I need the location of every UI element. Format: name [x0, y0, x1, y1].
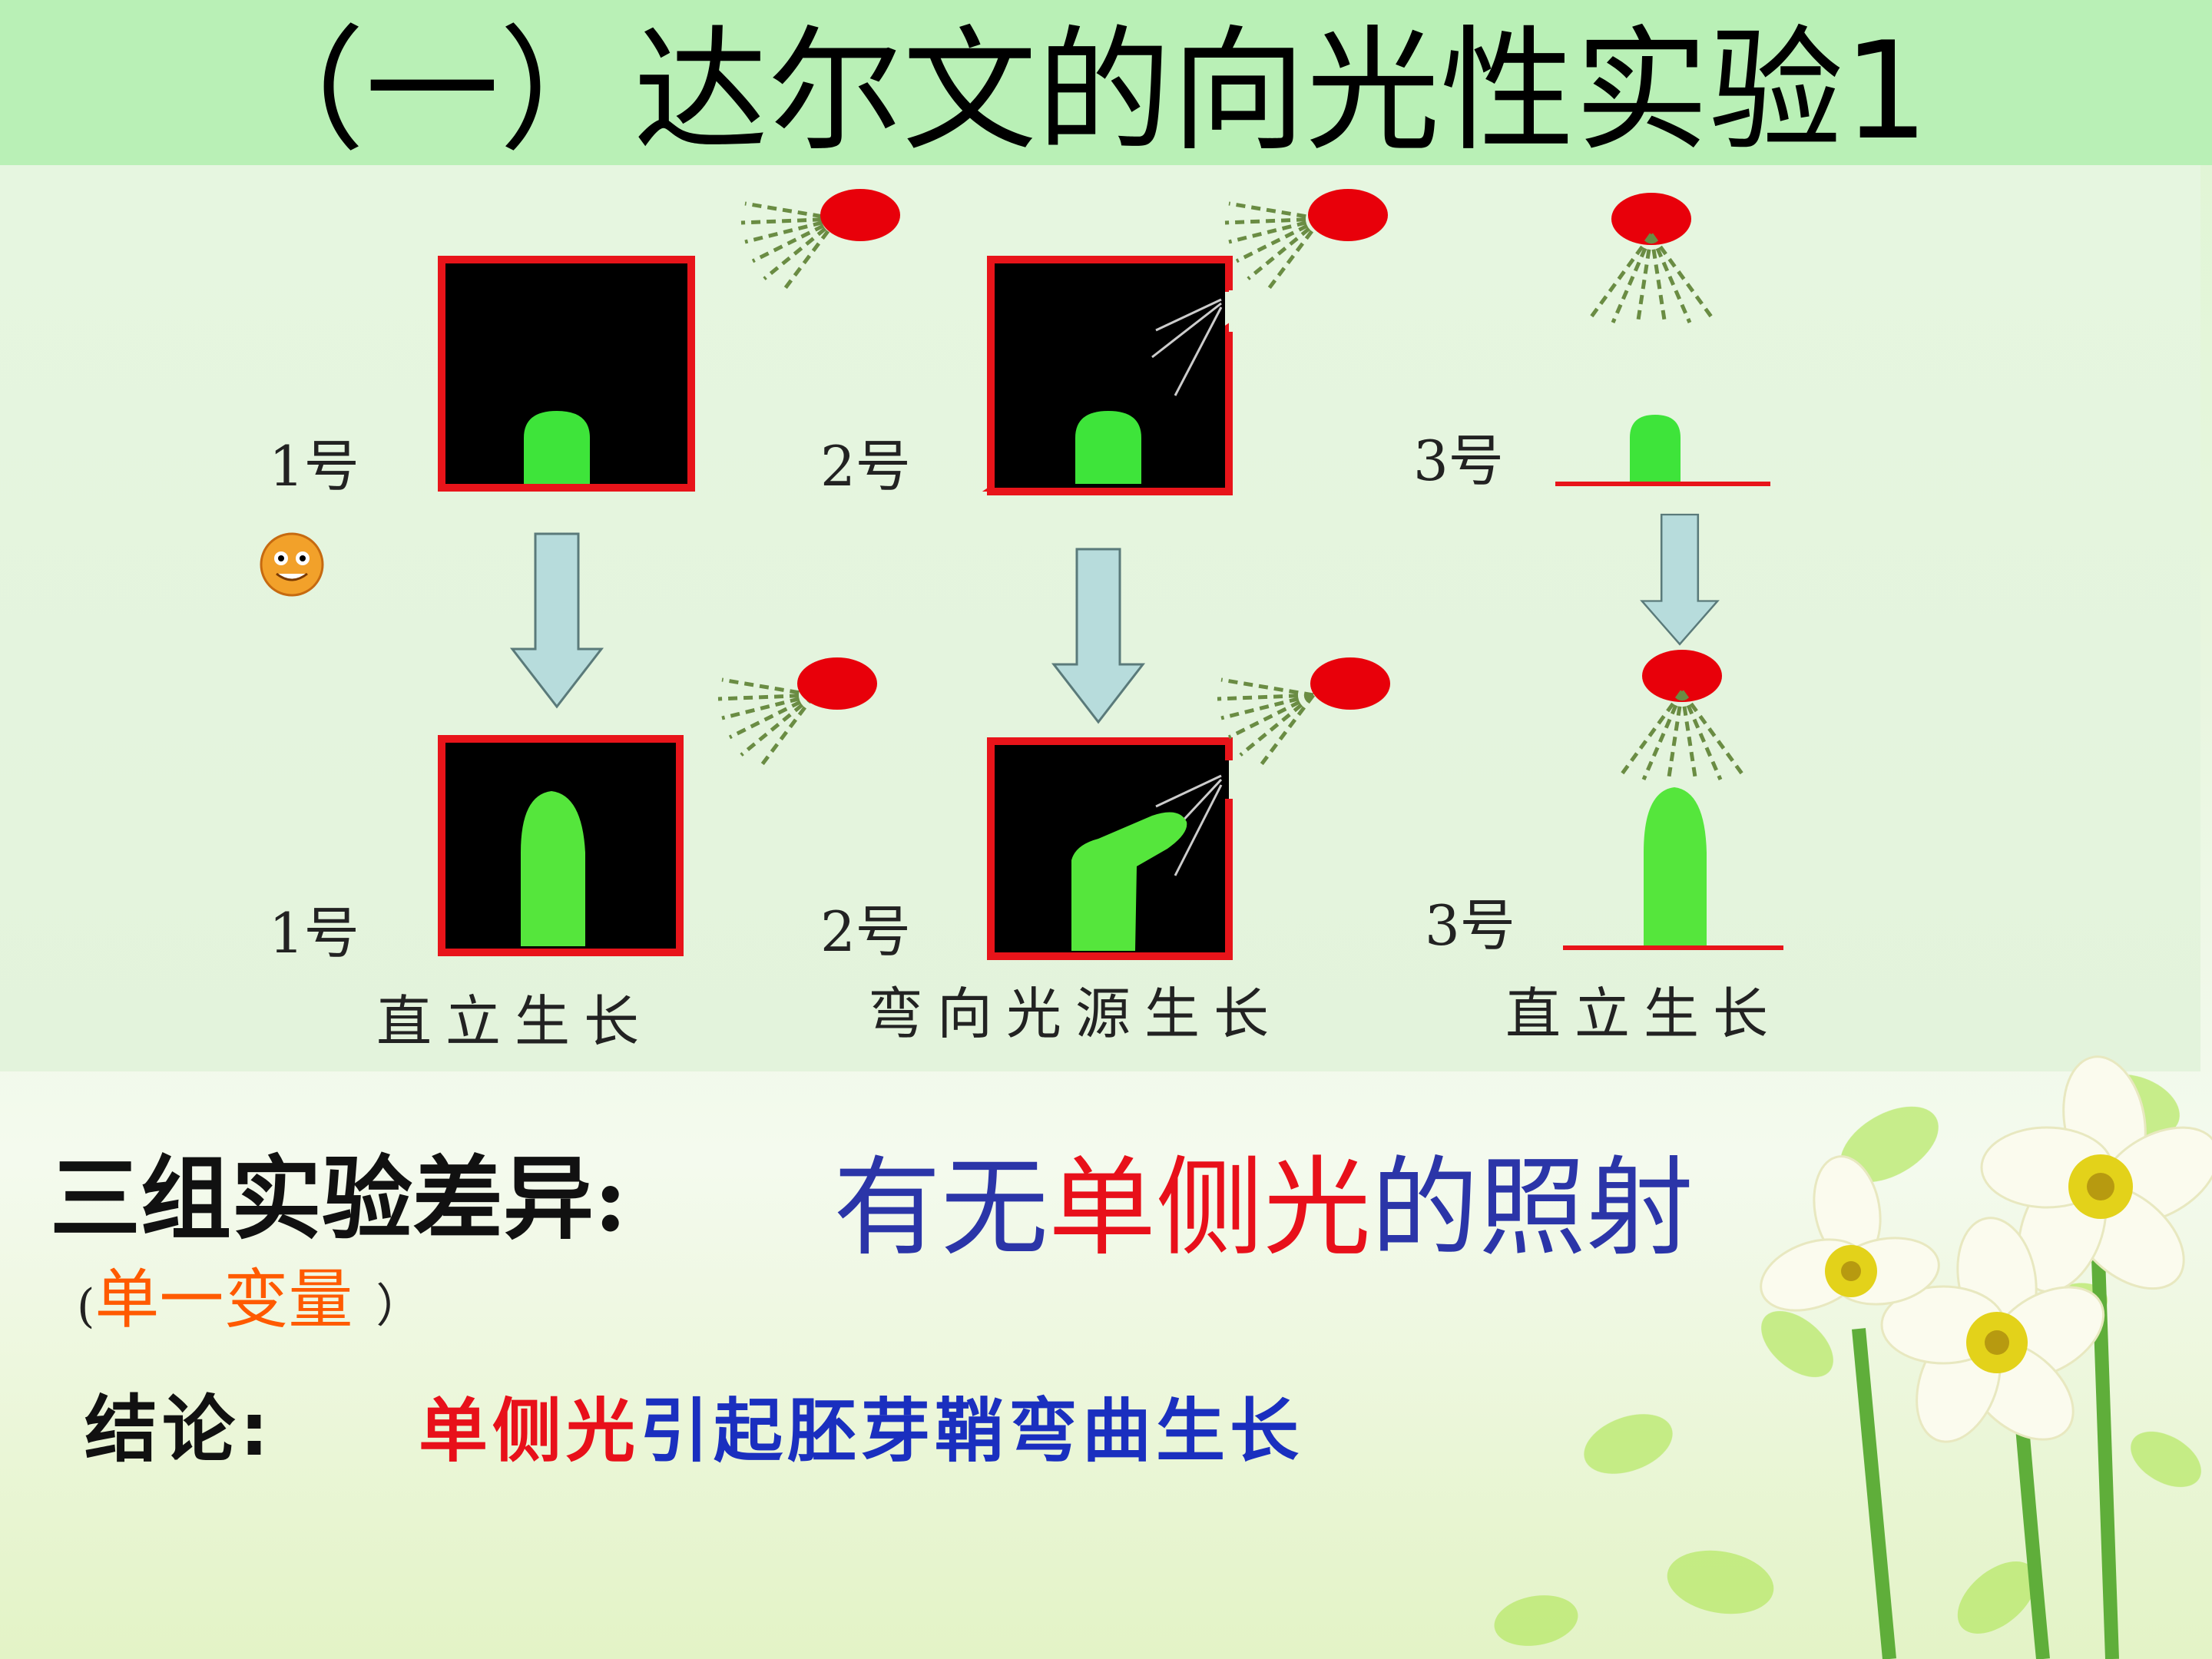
group2-after: 2号 弯向光源生长: [820, 657, 1390, 1046]
group3-before: 3号: [1413, 193, 1770, 493]
note-close-paren: ）: [376, 1280, 422, 1333]
smiley-icon: [260, 532, 324, 597]
difference-value-part3: 的照射: [1371, 1146, 1694, 1271]
experiment-diagram: 1号 2号 3号 1号 直立生长: [260, 189, 1783, 1054]
coleoptile-tall: [1644, 787, 1707, 946]
arrow-down-icon: [1641, 513, 1719, 646]
lamp-icon: [1611, 193, 1691, 245]
label-group2-before: 2号: [820, 434, 911, 498]
label-group2-after: 2号: [820, 899, 911, 964]
coleoptile-tall: [521, 791, 585, 946]
conclusion-label: 结论:: [84, 1388, 273, 1472]
label-group3-before: 3号: [1413, 429, 1504, 493]
light-rays: [1225, 204, 1321, 293]
lamp-icon: [1642, 650, 1722, 702]
flower-icon: [1980, 1055, 2212, 1293]
page-title: （一）达尔文的向光性实验1: [230, 14, 1929, 170]
flower-icon: [1760, 1155, 1940, 1312]
single-variable-note: (单一变量 ）: [77, 1248, 422, 1341]
difference-value: 有无单侧光的照射: [833, 1121, 1694, 1277]
label-group1-after: 1号: [269, 901, 359, 965]
label-group3-after: 3号: [1425, 893, 1515, 958]
group1-after: 1号 直立生长: [269, 657, 877, 1054]
group3-after: 3号 直立生长: [1425, 650, 1783, 1046]
note-text: 单一变量: [94, 1262, 353, 1337]
coleoptile-bent: [1071, 812, 1187, 951]
light-rays: [718, 680, 814, 769]
lamp-icon: [820, 189, 900, 241]
lamp-icon: [1308, 189, 1388, 241]
light-rays: [1621, 691, 1743, 782]
title-band: [0, 0, 2212, 165]
group1-before: 1号: [269, 189, 900, 498]
result-group1: 直立生长: [376, 989, 653, 1054]
result-group2: 弯向光源生长: [868, 982, 1283, 1046]
result-group3: 直立生长: [1505, 982, 1782, 1046]
difference-value-part2: 单侧光: [1048, 1146, 1372, 1271]
label-group1-before: 1号: [269, 434, 359, 498]
note-open-paren: (: [77, 1280, 95, 1333]
flower-icon: [1880, 1217, 2105, 1443]
arrow-down-icon: [511, 532, 603, 708]
arrow-down-icon: [1052, 548, 1144, 724]
lamp-icon: [1310, 657, 1390, 710]
coleoptile-short: [1075, 411, 1141, 484]
conclusion-value: 单侧光引起胚芽鞘弯曲生长: [419, 1375, 1303, 1475]
lamp-icon: [797, 657, 877, 710]
conclusion-value-part2: 引起胚芽鞘弯曲生长: [640, 1391, 1303, 1472]
group2-before: 2号: [820, 189, 1388, 498]
coleoptile-short: [1630, 415, 1681, 482]
conclusion-value-part1: 单侧光: [419, 1391, 640, 1472]
coleoptile-short: [524, 411, 590, 484]
light-rays: [1590, 234, 1713, 325]
difference-value-part1: 有无: [833, 1146, 1049, 1271]
difference-label: 三组实验差异:: [50, 1145, 628, 1252]
